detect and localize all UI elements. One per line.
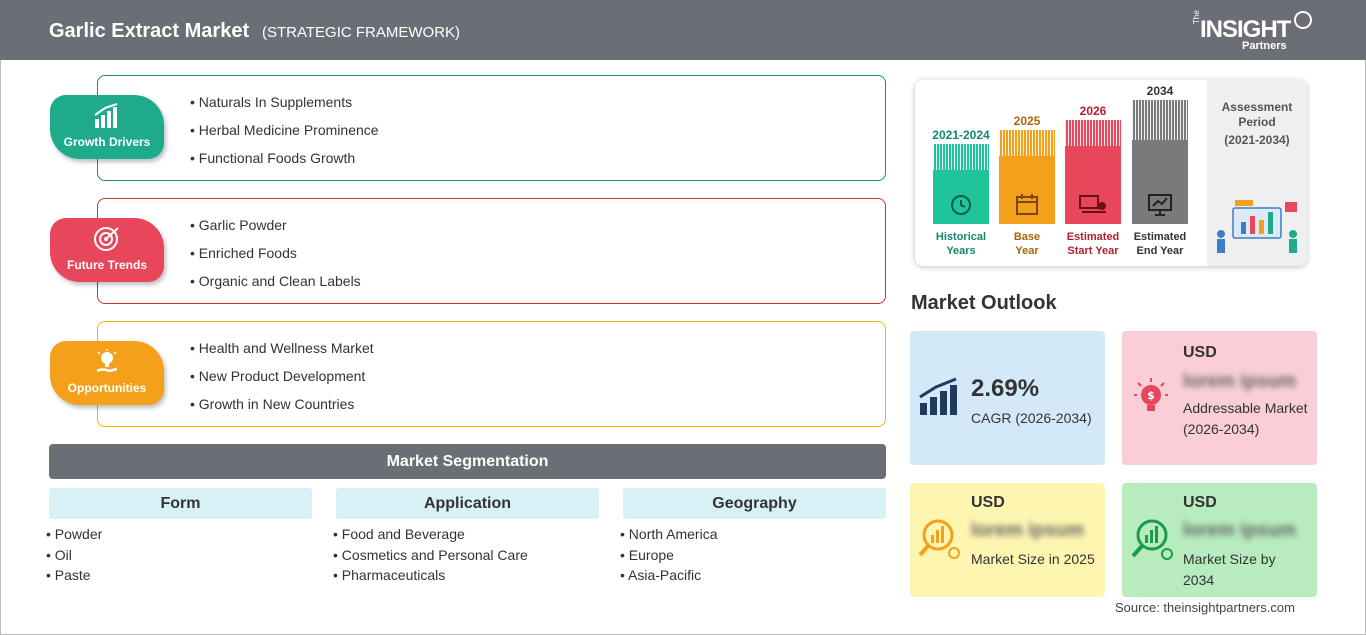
growth-drivers-label: Growth Drivers [63, 135, 151, 149]
list-item: North America [620, 526, 718, 547]
addressable-value: lorem ipsum [1183, 371, 1296, 392]
cagr-value: 2.69% [971, 375, 1040, 402]
list-item: New Product Development [190, 368, 374, 396]
list-item: Oil [46, 547, 102, 568]
addressable-label: Addressable Market (2026-2034) [1183, 400, 1308, 437]
timeline-caption: Base [1013, 231, 1041, 243]
list-item: Asia-Pacific [620, 567, 718, 588]
timeline-bar [999, 130, 1055, 224]
timeline-year: 2034 [1146, 84, 1174, 98]
magnifier-chart-icon [918, 519, 960, 559]
list-item: Organic and Clean Labels [190, 273, 361, 301]
future-trends-box: Garlic Powder Enriched Foods Organic and… [97, 198, 886, 304]
lightbulb-hand-icon [96, 349, 118, 373]
cagr-label: CAGR (2026-2034) [971, 410, 1092, 426]
timeline-caption: Historical [935, 231, 987, 243]
segment-head-form: Form [49, 488, 312, 519]
timeline-caption: Year [1015, 245, 1039, 257]
page-subtitle: (STRATEGIC FRAMEWORK) [262, 24, 461, 41]
size-2034-value: lorem ipsum [1183, 520, 1296, 541]
opportunities-badge: Opportunities [50, 341, 164, 405]
list-item: Functional Foods Growth [190, 150, 379, 178]
magnifier-icon [1294, 11, 1312, 29]
list-item: Cosmetics and Personal Care [333, 547, 528, 568]
timeline-caption: Years [946, 245, 976, 257]
list-item: Health and Wellness Market [190, 340, 374, 368]
header-bar: Garlic Extract Market (STRATEGIC FRAMEWO… [0, 0, 1366, 60]
insight-partners-logo[interactable]: The INSIGHT Partners [1190, 10, 1320, 54]
growth-drivers-list: Naturals In Supplements Herbal Medicine … [190, 94, 379, 178]
target-icon [94, 227, 119, 251]
history-icon [951, 195, 971, 215]
size-2025-value: lorem ipsum [971, 520, 1084, 541]
future-trends-list: Garlic Powder Enriched Foods Organic and… [190, 217, 361, 301]
future-trends-badge: Future Trends [50, 218, 164, 282]
calendar-icon [1016, 194, 1038, 215]
timeline-bar [1065, 120, 1121, 224]
list-item: Naturals In Supplements [190, 94, 379, 122]
list-item: Growth in New Countries [190, 396, 374, 424]
currency-label: USD [971, 494, 1005, 511]
segment-list-application: Food and Beverage Cosmetics and Personal… [333, 526, 528, 588]
timeline-year: 2021-2024 [932, 128, 990, 142]
list-item: Powder [46, 526, 102, 547]
assessment-period-panel: Assessment Period (2021-2034) [1207, 80, 1307, 266]
source-credit: Source: theinsightpartners.com [1115, 600, 1295, 615]
list-item: Herbal Medicine Prominence [190, 122, 379, 150]
market-segmentation-header: Market Segmentation [49, 444, 886, 479]
cagr-card: 2.69% CAGR (2026-2034) [910, 331, 1105, 465]
assessment-period: (2021-2034) [1224, 133, 1290, 147]
opportunities-label: Opportunities [67, 381, 147, 395]
monitor-chart-icon [1148, 194, 1172, 216]
presentation-icon [1079, 195, 1106, 213]
page-title: Garlic Extract Market [49, 20, 250, 42]
growth-chart-icon [94, 103, 118, 128]
timeline-year: 2025 [1013, 114, 1041, 128]
growth-drivers-box: Naturals In Supplements Herbal Medicine … [97, 75, 886, 181]
assessment-label: Assessment Period [1221, 100, 1293, 129]
currency-label: USD [1183, 494, 1217, 511]
list-item: Pharmaceuticals [333, 567, 528, 588]
list-item: Garlic Powder [190, 217, 361, 245]
timeline-caption: Estimated [1133, 231, 1187, 243]
analytics-people-icon [1217, 200, 1297, 253]
list-item: Enriched Foods [190, 245, 361, 273]
opportunities-list: Health and Wellness Market New Product D… [190, 340, 374, 424]
growth-drivers-badge: Growth Drivers [50, 95, 164, 159]
growth-chart-icon [919, 377, 957, 415]
timeline-caption: Estimated [1066, 231, 1120, 243]
segment-list-geography: North America Europe Asia-Pacific [620, 526, 718, 588]
timeline-caption: End Year [1136, 245, 1184, 257]
size-2034-label: Market Size by 2034 [1183, 551, 1276, 588]
list-item: Paste [46, 567, 102, 588]
timeline-year: 2026 [1079, 104, 1107, 118]
market-size-2025-card: USD lorem ipsum Market Size in 2025 [910, 483, 1105, 597]
opportunities-box: Health and Wellness Market New Product D… [97, 321, 886, 427]
svg-text:$: $ [1147, 389, 1155, 402]
magnifier-chart-icon [1131, 519, 1173, 560]
timeline-caption: Start Year [1067, 245, 1119, 257]
money-bulb-icon: $ [1134, 378, 1168, 411]
market-outlook-title: Market Outlook [911, 292, 1057, 314]
segment-list-form: Powder Oil Paste [46, 526, 102, 588]
currency-label: USD [1183, 344, 1217, 361]
market-size-2034-card: USD lorem ipsum Market Size by 2034 [1122, 483, 1317, 597]
list-item: Europe [620, 547, 718, 568]
future-trends-label: Future Trends [66, 258, 147, 272]
segment-head-application: Application [336, 488, 599, 519]
size-2025-label: Market Size in 2025 [971, 551, 1095, 567]
timeline-bar [933, 144, 989, 224]
segment-head-geography: Geography [623, 488, 886, 519]
list-item: Food and Beverage [333, 526, 528, 547]
addressable-market-card: USD lorem ipsum $ Addressable Market (20… [1122, 331, 1317, 465]
